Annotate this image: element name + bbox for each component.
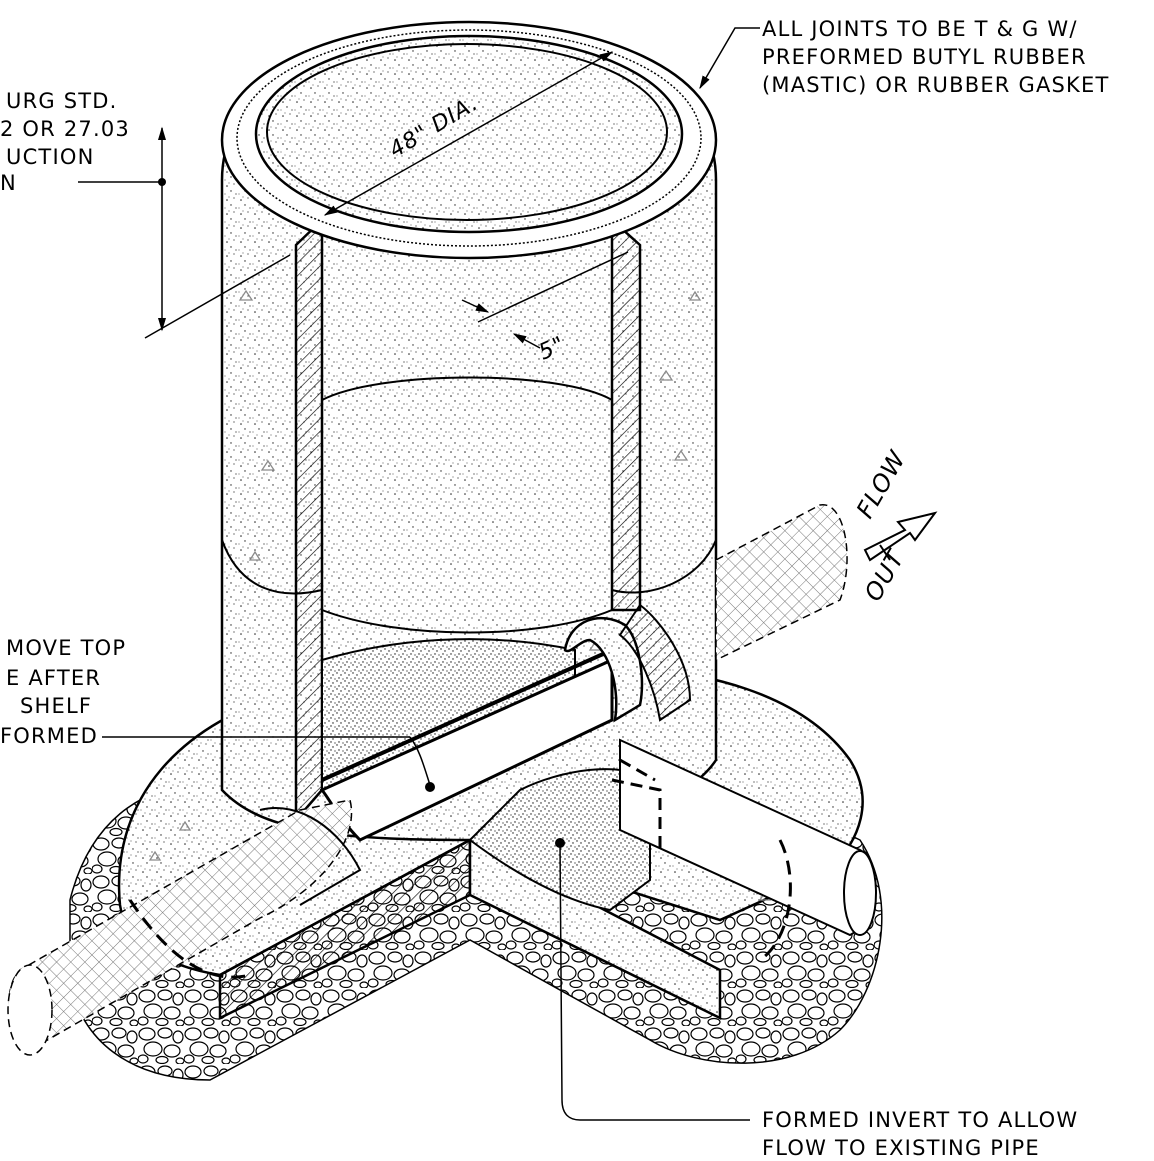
- inlet-opening-outline: [128, 899, 251, 979]
- new-pipe-right-dash: [759, 839, 792, 962]
- dim-diameter: [323, 51, 614, 216]
- flow-label-top: FLOW: [851, 445, 912, 523]
- barrel-lower-joint: [221, 539, 717, 595]
- dim-wall-ext-1: [477, 251, 629, 323]
- leader-dot-standard: [158, 178, 166, 186]
- base-slab-cut-right: [468, 837, 722, 1021]
- note-remove: MOVE TOP E AFTER SHELF FORMED: [0, 636, 134, 748]
- wall-cut-right: [610, 217, 642, 612]
- leader-invert: [559, 842, 750, 1121]
- outlet-flange-face: [618, 603, 692, 722]
- note-joints: ALL JOINTS TO BE T & G W/ PREFORMED BUTY…: [762, 17, 1110, 97]
- dim-wall-arrow-2: [512, 333, 541, 349]
- flow-arrow-icon: [863, 511, 938, 562]
- new-pipe-right-end: [843, 850, 877, 936]
- dim-extension-line: [144, 254, 291, 339]
- wall-cut-left: [294, 217, 324, 824]
- leader-remove-bend: [409, 736, 431, 786]
- invert-channel-top-edge: [321, 648, 613, 782]
- inlet-pipe-existing: [8, 799, 353, 1051]
- note-invert: FORMED INVERT TO ALLOW FLOW TO EXISTING …: [762, 1108, 1086, 1160]
- inlet-pipe-inner-cut: [259, 807, 362, 906]
- barrel-top-opening: [266, 43, 668, 221]
- section-joint-line: [321, 376, 613, 401]
- leader-dot-remove: [425, 782, 435, 792]
- barrel-top-rim-mid: [236, 29, 702, 247]
- leader-joints: [699, 27, 760, 90]
- outlet-flange: [563, 616, 644, 723]
- outlet-pipe-existing: [715, 504, 848, 662]
- dim-wall-arrow-1: [461, 299, 490, 313]
- inlet-pipe-end: [7, 964, 53, 1056]
- note-standard: URG STD. 2 OR 27.03 UCTION N: [0, 89, 138, 195]
- outlet-dashed-opening: [611, 758, 662, 850]
